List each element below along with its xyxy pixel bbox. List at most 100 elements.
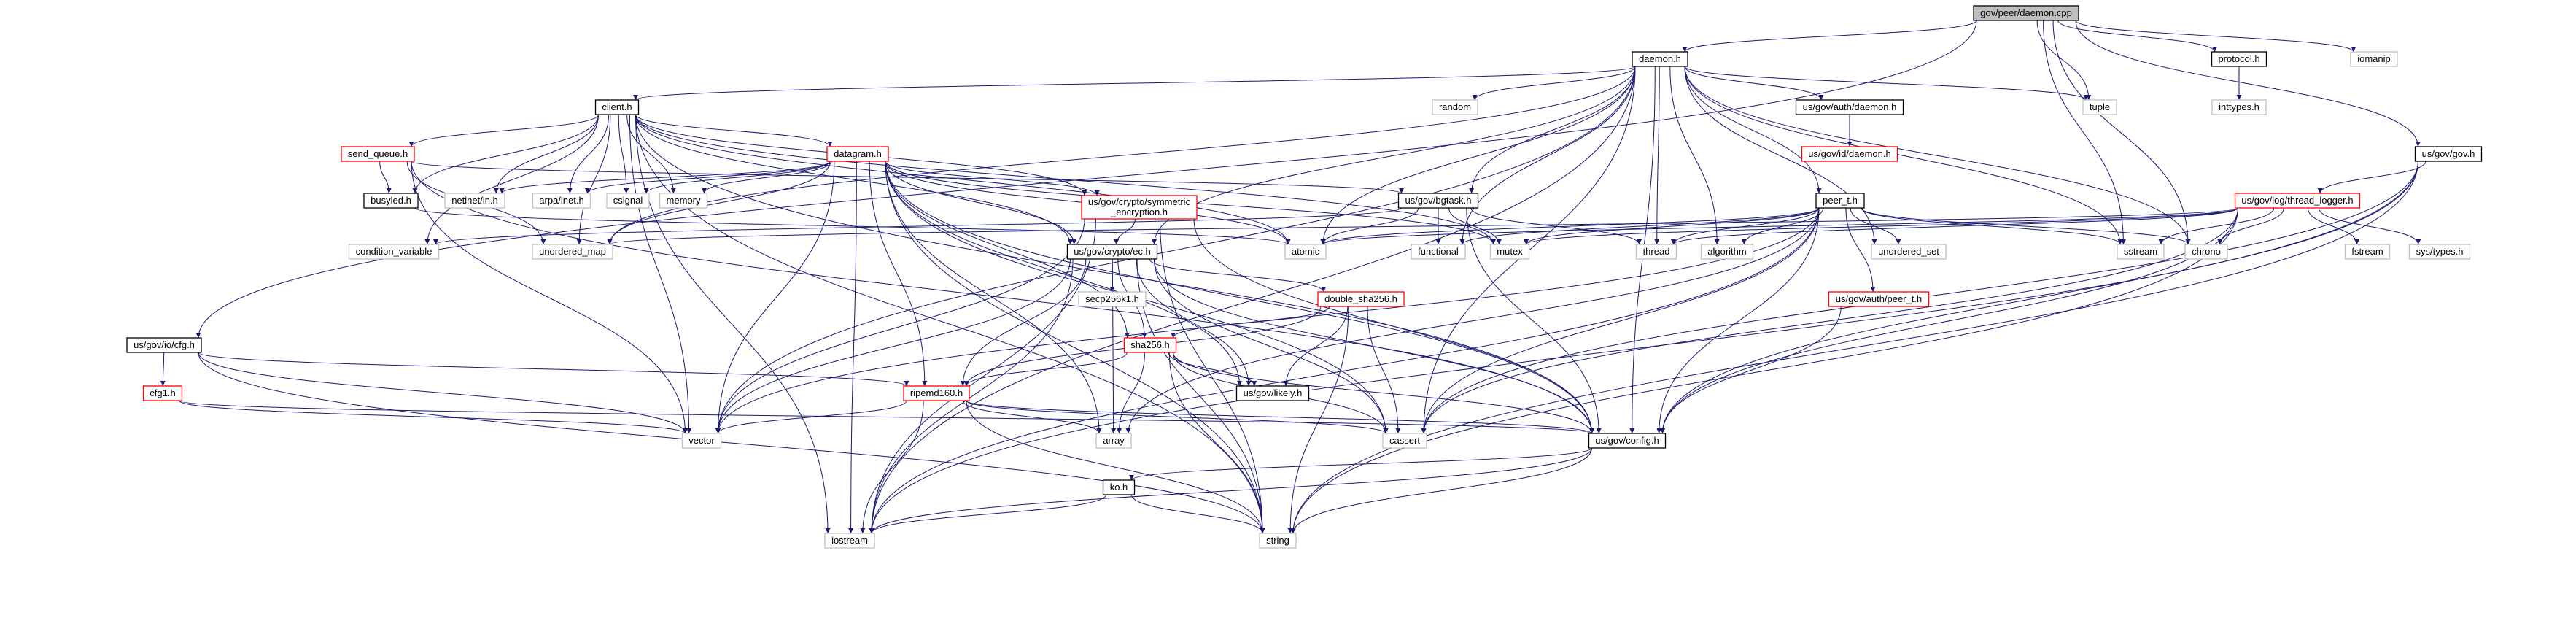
edge-sha256-h-to-config-h — [1173, 352, 1594, 434]
edge-daemon-h-to-atomic — [1320, 66, 1636, 245]
node-cfg-h[interactable]: us/gov/io/cfg.h — [126, 337, 202, 353]
node-ec-h[interactable]: us/gov/crypto/ec.h — [1066, 244, 1158, 260]
node-box — [659, 193, 708, 209]
node-double-sha-h[interactable]: double_sha256.h — [1317, 291, 1405, 307]
edge-datagram-h-to-iostream — [848, 161, 857, 534]
node-root[interactable]: gov/peer/daemon.cpp — [1973, 5, 2079, 21]
node-label: cfg1.h — [150, 387, 175, 398]
node-inttypes-h: inttypes.h — [2211, 99, 2267, 115]
node-box — [341, 146, 415, 162]
node-tuple: tuple — [2082, 99, 2117, 115]
edge-daemon-h-to-functional — [1459, 66, 1636, 245]
edge-symmetric-h-to-vector — [715, 218, 1085, 434]
edge-gov-h-to-string — [1290, 161, 2418, 534]
node-label: vector — [688, 435, 715, 446]
node-box — [126, 337, 202, 353]
edge-cfg-h-to-ripemd-h — [198, 352, 909, 387]
node-label: chrono — [2192, 246, 2221, 257]
edge-cfg-h-to-vector — [198, 352, 688, 434]
node-iostream: iostream — [824, 533, 875, 549]
edge-thread-logger-h-to-atomic — [1320, 207, 2238, 245]
node-ko-h[interactable]: ko.h — [1102, 479, 1136, 495]
node-functional: functional — [1411, 244, 1466, 260]
node-box — [1078, 291, 1147, 307]
edge-send-queue-h-to-bgtask-h — [411, 161, 1404, 194]
node-busyled-h[interactable]: busyled.h — [363, 193, 419, 209]
edge-datagram-h-to-symmetric-h — [885, 161, 1100, 196]
node-auth-daemon-h[interactable]: us/gov/auth/daemon.h — [1795, 99, 1904, 115]
edge-datagram-h-to-vector — [715, 161, 835, 434]
edge-thread-logger-h-to-unordered-map — [608, 207, 2238, 245]
node-box — [1588, 433, 1667, 449]
edge-daemon-h-to-client-h — [633, 66, 1636, 101]
edge-client-h-to-csignal — [618, 114, 629, 194]
node-chrono: chrono — [2184, 244, 2228, 260]
edge-ripemd-h-to-array — [962, 400, 1102, 434]
node-box — [1635, 244, 1677, 260]
node-label: functional — [1418, 246, 1459, 257]
edge-client-h-to-arpa-h — [567, 114, 610, 194]
node-config-h[interactable]: us/gov/config.h — [1588, 433, 1667, 449]
node-client-h[interactable]: client.h — [594, 99, 640, 115]
edge-peer-t-h-to-thread — [1671, 207, 1820, 245]
node-box — [363, 193, 419, 209]
node-box — [1871, 244, 1947, 260]
node-box — [1801, 146, 1898, 162]
node-box — [1259, 533, 1297, 549]
node-label: iomanip — [2357, 53, 2391, 64]
edge-thread-logger-h-to-thread — [1671, 207, 2238, 245]
node-box — [681, 433, 722, 449]
edge-ripemd-h-to-cassert — [966, 400, 1389, 434]
node-label: client.h — [602, 101, 632, 112]
node-box — [2234, 193, 2361, 209]
node-label: protocol.h — [2218, 53, 2259, 64]
node-label: datagram.h — [834, 148, 882, 159]
node-label: csignal — [613, 195, 643, 206]
node-bgtask-h[interactable]: us/gov/bgtask.h — [1397, 193, 1479, 209]
edge-peer-t-h-to-iostream — [869, 207, 1820, 534]
node-auth-peer-t-h[interactable]: us/gov/auth/peer_t.h — [1828, 291, 1930, 307]
node-random: random — [1432, 99, 1478, 115]
edge-config-h-to-ko-h — [1129, 447, 1592, 481]
edge-busyled-h-to-atomic — [414, 207, 1291, 245]
edge-symmetric-h-to-string — [1160, 218, 1265, 534]
edge-daemon-h-to-auth-daemon-h — [1684, 66, 1824, 101]
node-box — [2350, 51, 2398, 67]
edge-datagram-h-to-arpa-h — [585, 161, 831, 194]
node-symmetric-h[interactable]: us/gov/crypto/symmetric_encryption.h — [1081, 195, 1198, 220]
edge-root-to-tuple — [2036, 20, 2092, 101]
node-peer-t-h[interactable]: peer_t.h — [1815, 193, 1865, 209]
node-sstream: sstream — [2117, 244, 2165, 260]
edge-symmetric-h-to-config-h — [1193, 218, 1594, 434]
edge-daemon-h-to-sstream — [1684, 66, 2123, 245]
node-send-queue-h[interactable]: send_queue.h — [341, 146, 415, 162]
node-id-daemon-h[interactable]: us/gov/id/daemon.h — [1801, 146, 1898, 162]
node-protocol-h[interactable]: protocol.h — [2211, 51, 2267, 67]
node-box — [348, 244, 440, 260]
edge-root-to-daemon-h — [1682, 20, 1977, 53]
edge-symmetric-h-to-ec-h — [1114, 218, 1136, 245]
edge-bgtask-h-to-mutex — [1448, 207, 1502, 245]
edge-peer-t-h-to-array — [1125, 207, 1820, 434]
node-datagram-h[interactable]: datagram.h — [826, 146, 889, 162]
node-gov-h[interactable]: us/gov/gov.h — [2414, 146, 2483, 162]
edge-datagram-h-to-unordered-map — [607, 161, 831, 245]
node-cfg1-h[interactable]: cfg1.h — [142, 385, 183, 401]
edge-peer-t-h-to-functional — [1459, 207, 1820, 245]
node-box — [142, 385, 183, 401]
node-ripemd-h[interactable]: ripemd160.h — [903, 385, 970, 401]
edge-root-to-gov-h — [2075, 20, 2421, 147]
edge-peer-t-h-to-cassert — [1421, 207, 1820, 434]
node-likely-h[interactable]: us/gov/likely.h — [1235, 385, 1310, 401]
node-daemon-h[interactable]: daemon.h — [1632, 51, 1688, 67]
node-condition-variable: condition_variable — [348, 244, 440, 260]
edge-sha256-h-to-likely-h — [1168, 352, 1257, 387]
edge-peer-t-h-to-config-h — [1656, 207, 1820, 434]
node-box — [2211, 51, 2267, 67]
edge-datagram-h-to-config-h — [885, 161, 1594, 434]
node-thread-logger-h[interactable]: us/gov/log/thread_logger.h — [2234, 193, 2361, 209]
node-sha256-h[interactable]: sha256.h — [1123, 337, 1177, 353]
edge-daemon-h-to-vector — [715, 66, 1636, 434]
node-label: string — [1266, 535, 1289, 546]
node-unordered-map: unordered_map — [532, 244, 613, 260]
